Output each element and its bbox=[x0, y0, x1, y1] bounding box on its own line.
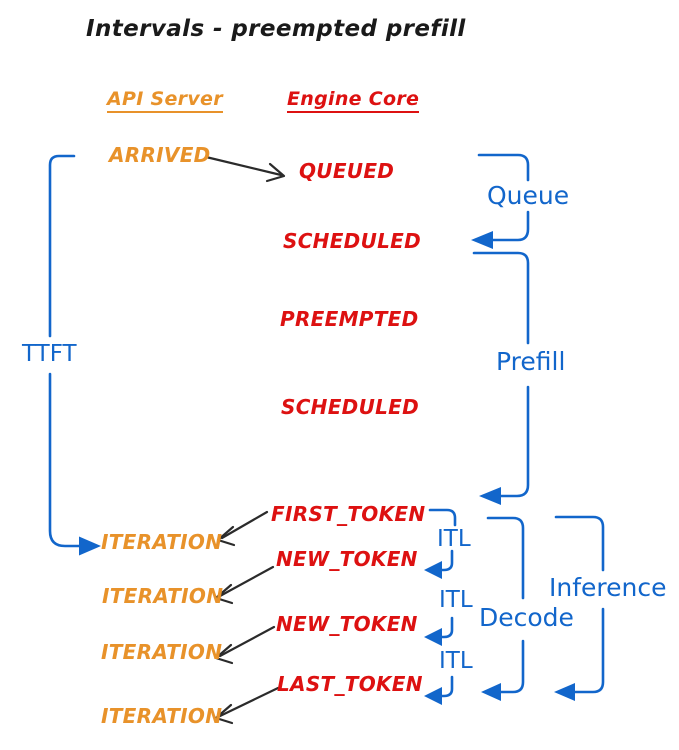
event-arrived: ARRIVED bbox=[109, 143, 211, 167]
new-token1-to-iteration-arrow bbox=[214, 565, 275, 605]
itl-arrowhead-icon bbox=[424, 561, 442, 579]
prefill-arrowhead-icon bbox=[479, 487, 501, 505]
arrowhead-icon bbox=[216, 525, 236, 547]
event-iteration-2: ITERATION bbox=[102, 584, 224, 608]
arrowhead-icon bbox=[214, 703, 234, 725]
event-iteration-1: ITERATION bbox=[101, 530, 223, 554]
itl-return-arrow-2 bbox=[424, 616, 454, 646]
arrived-to-queued-arrow bbox=[204, 155, 286, 183]
diagram-title: Intervals - preempted prefill bbox=[86, 16, 466, 42]
interval-label-prefill: Prefill bbox=[496, 347, 566, 376]
interval-label-itl-1: ITL bbox=[437, 526, 471, 552]
itl-return-arrow-3 bbox=[424, 675, 454, 705]
interval-label-itl-3: ITL bbox=[439, 648, 473, 674]
first-token-to-iteration-arrow bbox=[216, 510, 269, 547]
interval-label-itl-2: ITL bbox=[439, 587, 473, 613]
queue-bracket bbox=[471, 153, 530, 249]
last-token-to-iteration-arrow bbox=[214, 686, 280, 725]
inference-bracket bbox=[554, 515, 605, 701]
arrowhead-icon bbox=[214, 583, 234, 605]
event-scheduled-2: SCHEDULED bbox=[281, 395, 420, 419]
arrowhead-icon bbox=[265, 162, 286, 183]
event-scheduled-1: SCHEDULED bbox=[283, 229, 422, 253]
itl-arrowhead-icon bbox=[424, 687, 442, 705]
column-header-engine-core: Engine Core bbox=[287, 89, 420, 113]
event-first-token: FIRST_TOKEN bbox=[271, 502, 426, 526]
event-new-token-1: NEW_TOKEN bbox=[276, 547, 418, 571]
event-preempted: PREEMPTED bbox=[280, 307, 419, 331]
decode-bracket bbox=[481, 516, 525, 701]
event-queued: QUEUED bbox=[299, 159, 395, 183]
itl-arrowhead-icon bbox=[424, 628, 442, 646]
interval-label-ttft: TTFT bbox=[22, 341, 77, 367]
itl-start-corner bbox=[428, 508, 457, 527]
inference-arrowhead-icon bbox=[554, 683, 575, 701]
interval-label-decode: Decode bbox=[479, 603, 574, 632]
event-iteration-4: ITERATION bbox=[101, 704, 223, 728]
new-token2-to-iteration-arrow bbox=[214, 625, 276, 665]
interval-label-inference: Inference bbox=[549, 573, 667, 602]
arrowhead-icon bbox=[214, 643, 234, 665]
itl-return-arrow-1 bbox=[424, 549, 454, 579]
queue-arrowhead-icon bbox=[471, 231, 493, 249]
ttft-bracket bbox=[48, 154, 101, 556]
decode-arrowhead-icon bbox=[481, 683, 501, 701]
event-new-token-2: NEW_TOKEN bbox=[276, 612, 418, 636]
event-iteration-3: ITERATION bbox=[101, 640, 223, 664]
prefill-bracket bbox=[472, 251, 530, 505]
event-last-token: LAST_TOKEN bbox=[277, 672, 423, 696]
ttft-arrowhead-icon bbox=[79, 536, 101, 556]
interval-label-queue: Queue bbox=[487, 181, 570, 210]
column-header-api-server: API Server bbox=[107, 89, 223, 113]
